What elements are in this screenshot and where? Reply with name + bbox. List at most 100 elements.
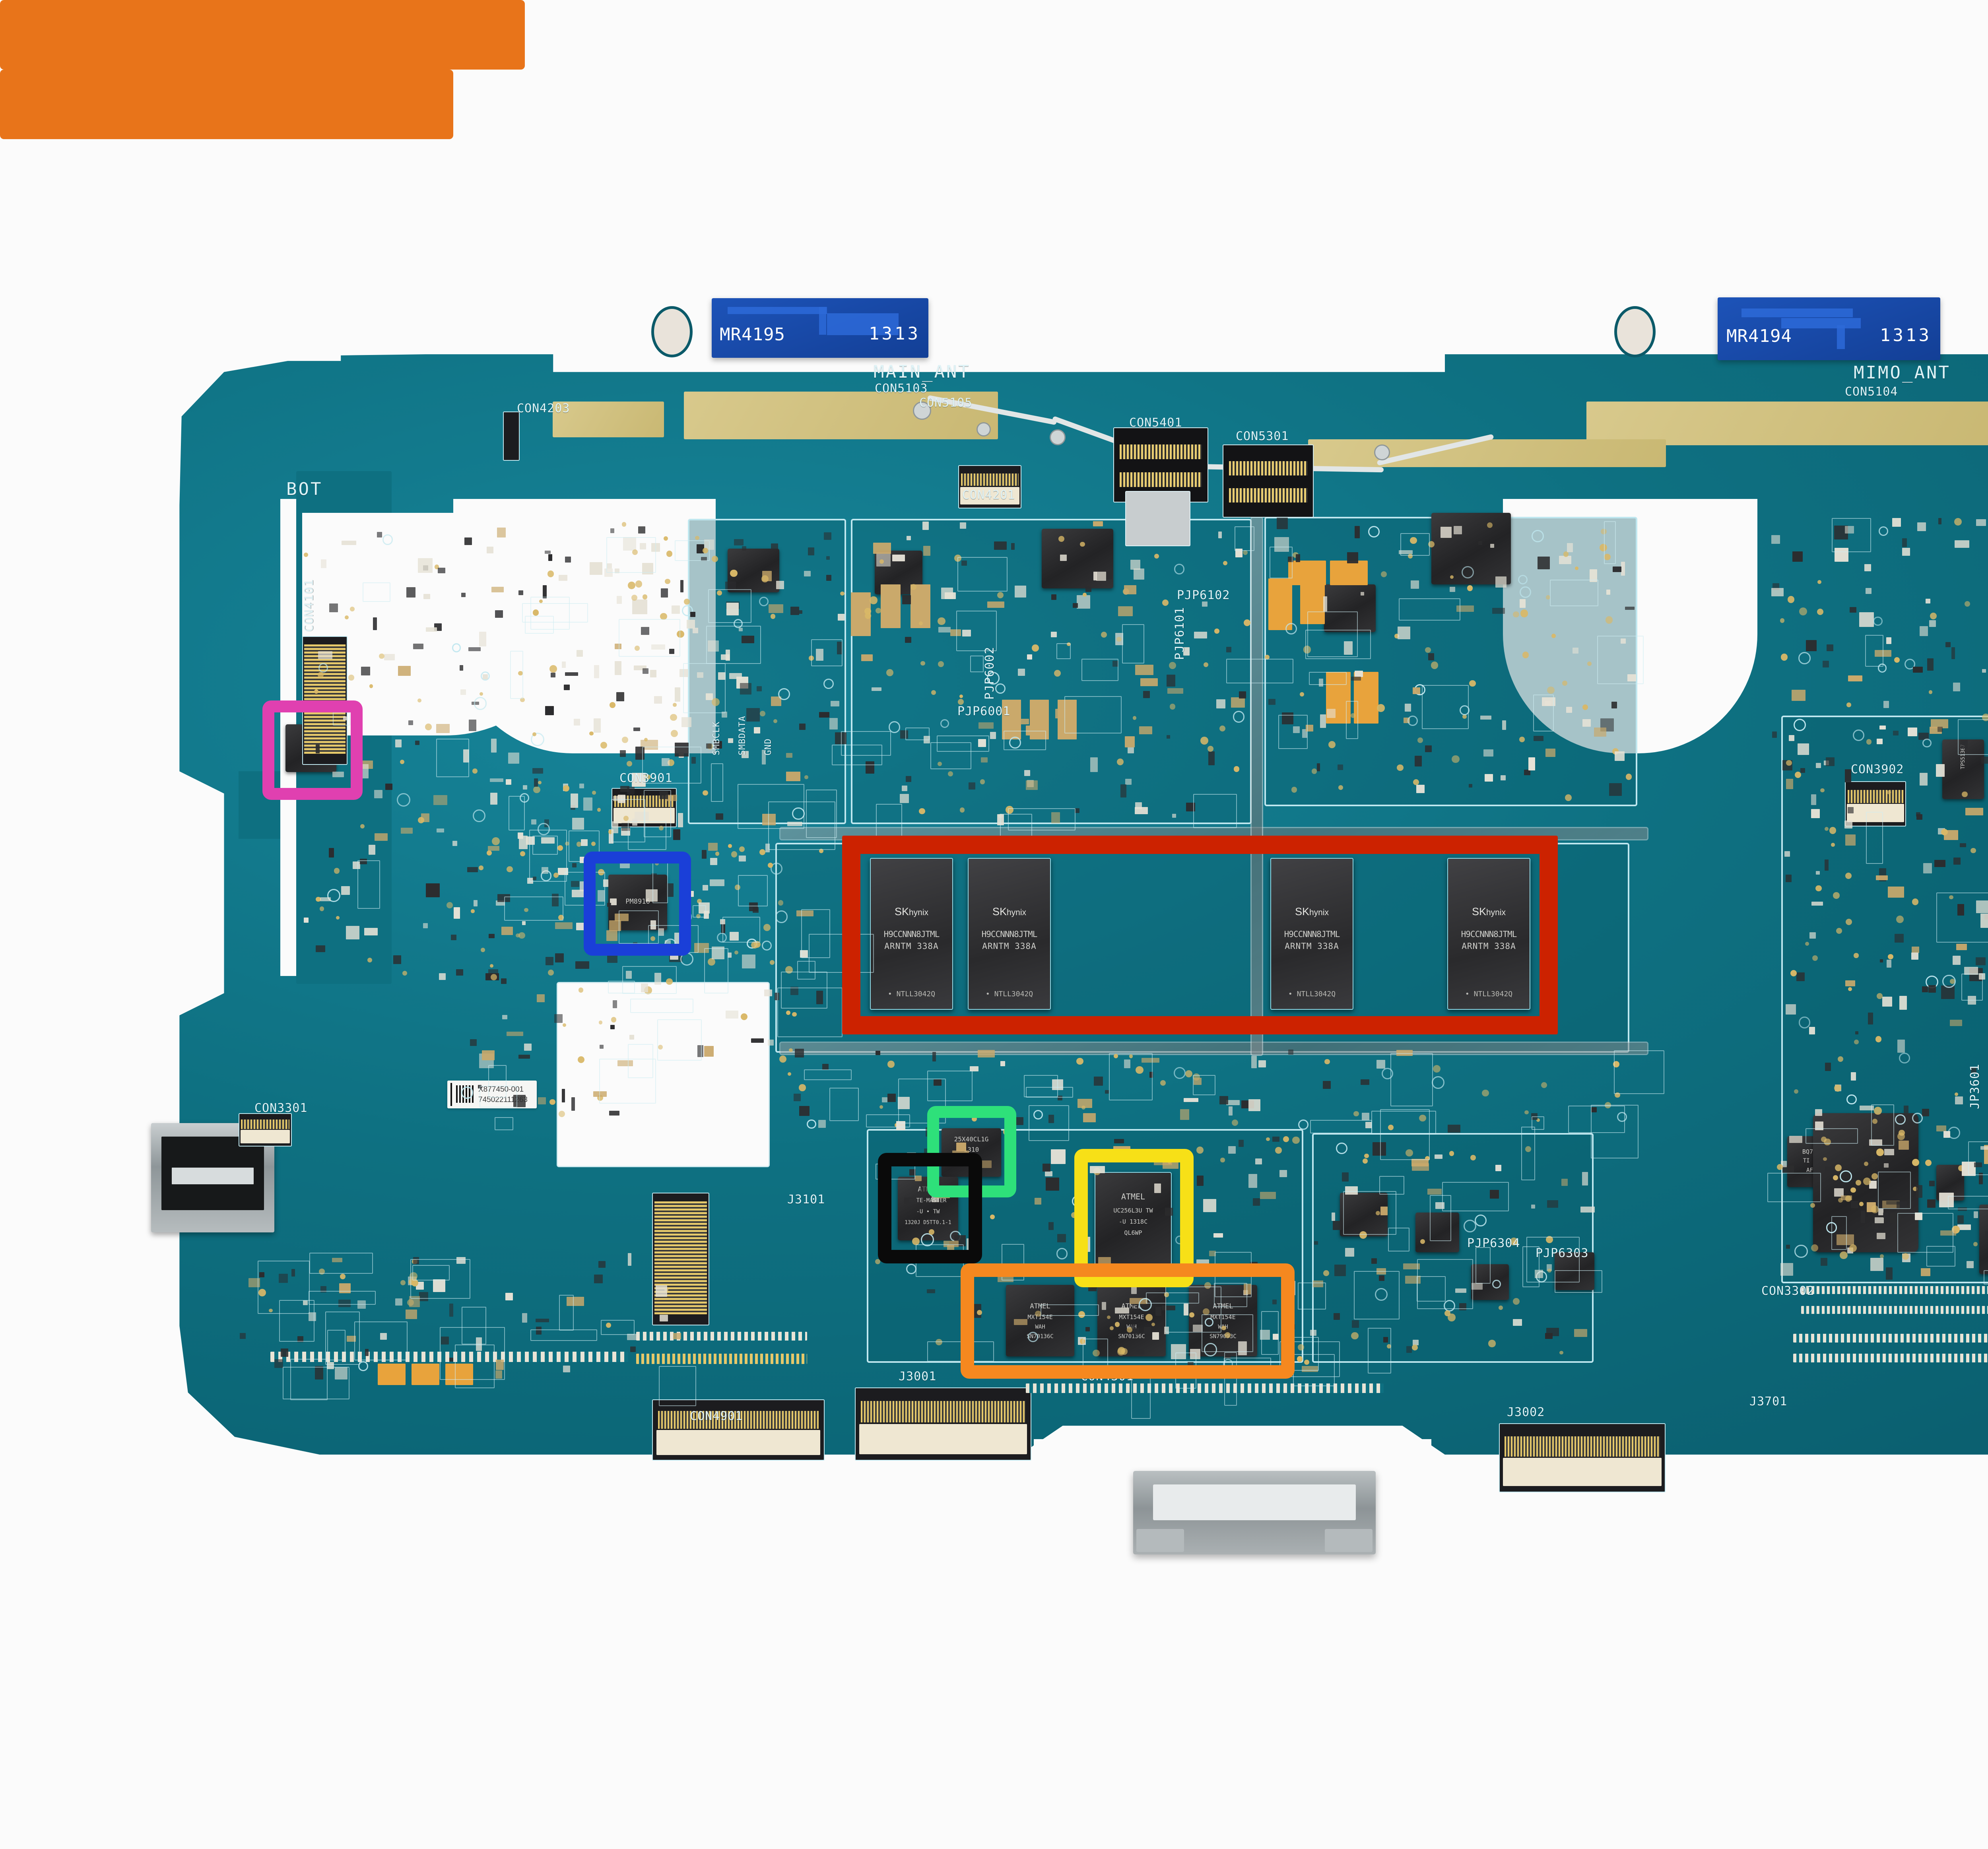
smd-passive xyxy=(703,547,709,553)
smd-passive xyxy=(375,833,388,841)
smd-passive xyxy=(579,881,584,891)
smd-passive xyxy=(536,1318,549,1323)
connector-con5301[interactable] xyxy=(1223,444,1314,518)
smd-passive xyxy=(1452,755,1460,763)
smd-passive xyxy=(1929,1181,1935,1187)
smd-passive xyxy=(695,535,699,540)
smd-passive xyxy=(1114,1054,1118,1058)
smd-passive xyxy=(598,1261,606,1268)
smd-passive xyxy=(361,666,370,676)
smd-passive xyxy=(1169,704,1176,710)
smd-passive xyxy=(532,609,539,616)
smd-passive xyxy=(1474,1214,1487,1226)
smd-passive xyxy=(1333,1313,1340,1320)
silkscreen-outline xyxy=(704,948,728,994)
connector-j3001[interactable] xyxy=(855,1387,1031,1461)
smd-passive xyxy=(1975,957,1986,966)
touch-slave-chip-2: ATMEL MXT154E WAH SN70136C xyxy=(1097,1285,1166,1356)
connector-j3101[interactable] xyxy=(652,1193,709,1325)
smd-passive xyxy=(565,672,579,676)
smd-passive xyxy=(712,555,718,562)
smd-passive xyxy=(770,863,782,875)
smd-passive xyxy=(1133,568,1145,580)
connector-shielded-can[interactable] xyxy=(1125,491,1190,546)
silkscreen-outline xyxy=(309,1291,376,1305)
smd-passive xyxy=(1790,970,1797,977)
smd-passive xyxy=(339,1283,351,1294)
smd-passive xyxy=(548,554,552,561)
ram4-code: ARNTM 338A xyxy=(1462,941,1516,951)
smd-passive xyxy=(1045,1171,1053,1176)
connector-con3301[interactable] xyxy=(239,1113,292,1147)
smd-passive xyxy=(1000,1061,1006,1066)
smd-passive xyxy=(423,594,430,599)
smd-passive xyxy=(1976,900,1988,914)
smd-passive xyxy=(681,717,692,728)
silkscreen-outline xyxy=(1056,643,1071,659)
smd-passive xyxy=(1551,633,1556,638)
smd-passive xyxy=(1786,1004,1796,1015)
silkscreen-outline xyxy=(1968,1141,1988,1176)
silkscreen-outline xyxy=(1146,1292,1199,1304)
smd-passive xyxy=(1413,1339,1419,1346)
silkscreen-outline xyxy=(780,972,827,1009)
smd-passive xyxy=(1905,659,1916,670)
silkscreen-outline xyxy=(1591,1104,1639,1159)
silkscreen-label: CON3301 xyxy=(254,1101,308,1115)
smd-passive xyxy=(1067,642,1071,646)
silkscreen-outline xyxy=(618,619,681,657)
smd-passive xyxy=(1435,1154,1443,1159)
connector-con5401[interactable] xyxy=(1113,427,1208,503)
silkscreen-outline xyxy=(354,1321,408,1360)
smd-passive xyxy=(573,719,580,726)
smd-passive xyxy=(1574,566,1578,570)
smd-passive xyxy=(631,594,637,601)
smd-passive xyxy=(658,928,664,936)
smd-passive xyxy=(1368,526,1380,538)
smd-passive xyxy=(961,560,967,566)
smd-passive xyxy=(1594,728,1607,737)
smd-passive xyxy=(1361,1112,1370,1121)
smd-passive xyxy=(1823,1157,1827,1161)
smd-passive xyxy=(1928,690,1933,694)
smd-passive xyxy=(373,617,377,631)
silkscreen-label: CON4901 xyxy=(690,1409,743,1423)
smd-passive xyxy=(658,1045,663,1050)
smd-passive xyxy=(425,883,440,897)
smd-passive xyxy=(1075,808,1080,813)
smd-passive xyxy=(691,757,696,764)
connector-j3002[interactable] xyxy=(1499,1423,1666,1492)
smd-passive xyxy=(1243,550,1248,555)
connector-con4203[interactable] xyxy=(503,411,520,461)
smd-passive xyxy=(1298,1344,1304,1350)
smd-passive xyxy=(1809,932,1816,939)
smd-passive xyxy=(332,771,344,778)
connector-con4901[interactable] xyxy=(652,1399,825,1461)
silkscreen-outline xyxy=(362,582,391,602)
smd-passive xyxy=(626,761,632,767)
silkscreen-outline xyxy=(1368,1327,1391,1374)
smd-passive xyxy=(790,987,799,995)
slave3-line2: MXT154E xyxy=(1210,1314,1236,1321)
ufl-connector-left[interactable] xyxy=(913,402,931,420)
smd-passive xyxy=(1128,747,1134,754)
smd-passive xyxy=(1208,746,1214,752)
smd-passive xyxy=(461,593,466,597)
silkscreen-outline xyxy=(283,1366,349,1400)
smd-passive xyxy=(1376,1059,1385,1069)
smd-passive xyxy=(1794,1089,1799,1094)
smd-passive xyxy=(1214,629,1219,634)
smd-passive xyxy=(317,671,324,678)
dock-connector-shield[interactable] xyxy=(1133,1471,1376,1554)
smd-passive xyxy=(1821,1136,1827,1143)
smd-passive xyxy=(1161,1306,1175,1311)
smd-passive xyxy=(348,675,355,681)
connector-con4201[interactable] xyxy=(958,465,1021,508)
smd-passive xyxy=(1836,1234,1854,1245)
smd-passive xyxy=(1904,1106,1908,1113)
smd-passive xyxy=(1233,711,1245,723)
smd-passive xyxy=(1912,946,1919,953)
connector-con3902[interactable] xyxy=(1845,781,1906,827)
smd-passive xyxy=(433,795,447,805)
smd-passive xyxy=(650,936,656,941)
